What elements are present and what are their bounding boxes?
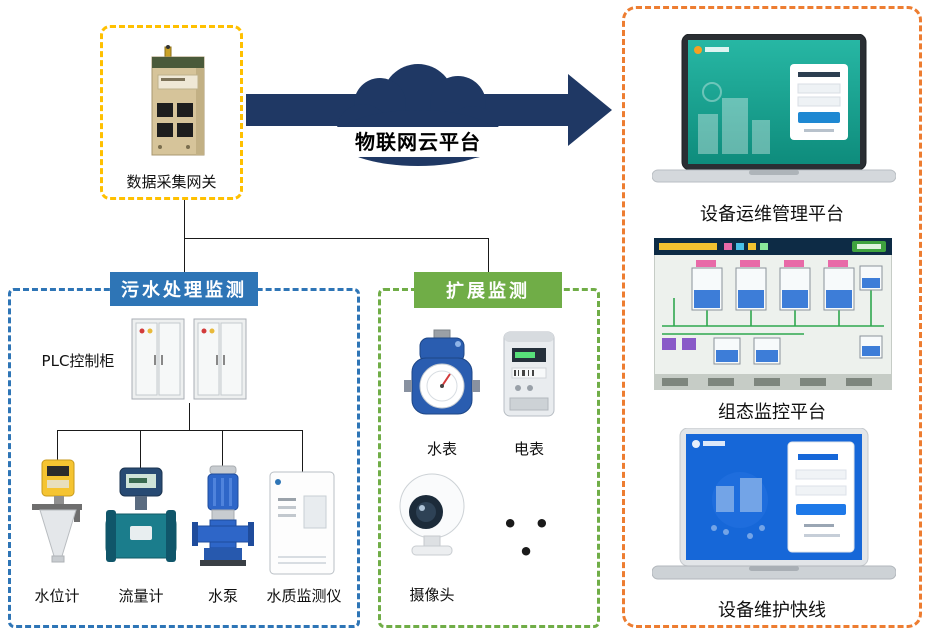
electric-meter-icon (503, 331, 555, 417)
camera-icon (399, 473, 465, 556)
water-meter-icon (404, 329, 480, 415)
connector-line-horizontal (184, 238, 489, 239)
platform-label-maintenance: 设备维护快线 (718, 600, 826, 621)
device-tree-line (57, 430, 303, 431)
device-label-flow-meter: 流量计 (118, 587, 164, 605)
meter-label-water: 水表 (426, 440, 457, 458)
extension-monitoring-title: 扩展监测 (414, 272, 562, 308)
device-tree-line (222, 430, 223, 466)
flow-meter-icon (105, 467, 177, 562)
cloud-label: 物联网云平台 (324, 127, 512, 157)
scada-screen-icon (654, 238, 892, 390)
more-devices-ellipsis: • • • (502, 510, 554, 566)
cloud-platforms-box (622, 6, 922, 628)
sewage-monitoring-title: 污水处理监测 (110, 272, 258, 306)
platform-label-scada: 组态监控平台 (718, 402, 826, 423)
device-tree-line (302, 430, 303, 472)
gateway-device-icon (151, 45, 205, 156)
plc-cabinet-icon (131, 318, 247, 400)
device-tree-line (189, 403, 190, 430)
device-label-water-level: 水位计 (34, 587, 80, 605)
laptop-maintenance-icon (652, 428, 896, 580)
meter-label-electric: 电表 (513, 440, 544, 458)
device-label-water-quality: 水质监测仪 (266, 587, 342, 605)
gateway-group-box: 数据采集网关 (100, 25, 243, 200)
plc-cabinet-label: PLC控制柜 (41, 352, 115, 370)
water-pump-icon (192, 465, 254, 566)
gateway-label: 数据采集网关 (126, 173, 217, 191)
connector-line-extension (488, 238, 489, 277)
camera-label: 摄像头 (409, 586, 455, 604)
water-level-meter-icon (32, 459, 82, 563)
water-quality-monitor-icon (269, 471, 335, 575)
connector-line-gateway (184, 200, 185, 274)
device-label-pump: 水泵 (207, 587, 238, 605)
laptop-ops-platform-icon (652, 34, 896, 183)
platform-label-ops: 设备运维管理平台 (700, 204, 844, 225)
device-tree-line (57, 430, 58, 460)
device-tree-line (140, 430, 141, 468)
